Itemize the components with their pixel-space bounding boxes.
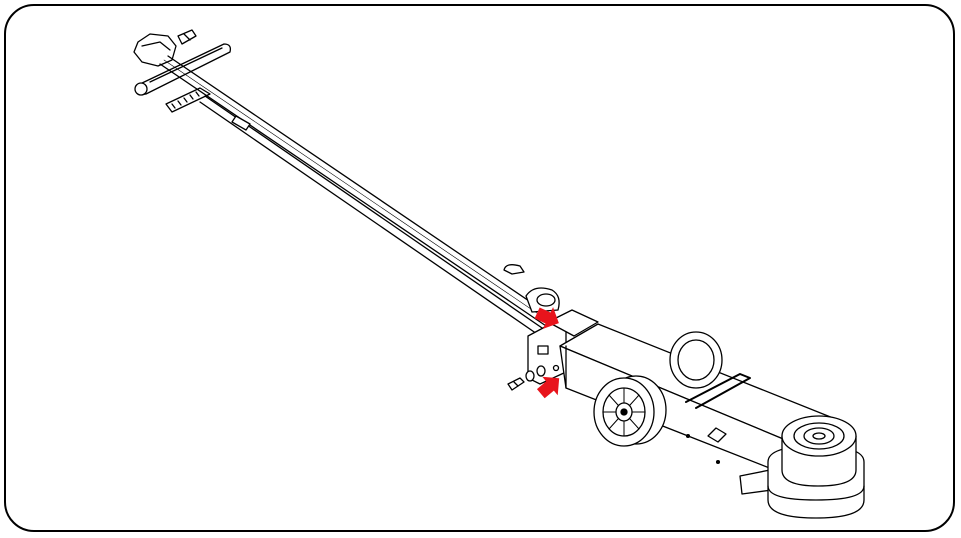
rod-sleeve [231, 115, 251, 131]
saddle-top-center [812, 432, 826, 440]
clamp-knob-ridge [141, 41, 171, 51]
saddle-base-rim [767, 485, 865, 501]
cross-grip-end [134, 82, 148, 96]
bolt-thread [513, 381, 519, 387]
handle-tubes [159, 55, 561, 337]
handle-top-assembly [133, 29, 232, 113]
saddle-top-inner [793, 422, 845, 450]
red-arrow-icon [534, 307, 559, 329]
release-rod-top [204, 95, 546, 331]
nut [536, 365, 546, 377]
rivet [685, 433, 691, 439]
lower-arrow-icon [536, 376, 560, 399]
release-lever-teeth [171, 91, 200, 109]
rivet [715, 459, 721, 465]
main-tube-top [167, 55, 561, 323]
bolt-and-washer [507, 365, 546, 391]
front-wheel-axle [620, 408, 628, 416]
main-tube-bottom [159, 63, 553, 331]
front-wheel-spokes [602, 387, 646, 437]
front-wheel [593, 375, 667, 447]
washer [525, 370, 535, 382]
rear-wheel [669, 331, 723, 389]
socket-ring-inner [536, 293, 556, 307]
clamp-knob [133, 33, 177, 67]
upper-arrow-icon [534, 307, 559, 329]
yoke-pin-hole [552, 364, 560, 372]
main-tube-center [163, 59, 557, 327]
lifting-saddle [767, 415, 865, 519]
release-rod-bottom [199, 101, 541, 337]
rear-wheel-rim [677, 339, 715, 381]
saddle-top-ring [803, 427, 835, 445]
yoke-slot [537, 345, 549, 355]
socket-hook [503, 264, 525, 275]
cross-grip-line [149, 47, 223, 83]
side-bolt [707, 427, 727, 443]
yoke-top [547, 309, 599, 337]
bottom-skid [739, 469, 773, 495]
carry-handle [685, 373, 751, 409]
saddle-top [781, 415, 857, 457]
socket-ring [525, 287, 560, 313]
clamp-bolt-thread [183, 33, 191, 41]
release-lever [165, 87, 211, 113]
red-arrow-icon [536, 376, 560, 399]
handle-socket [503, 264, 560, 313]
